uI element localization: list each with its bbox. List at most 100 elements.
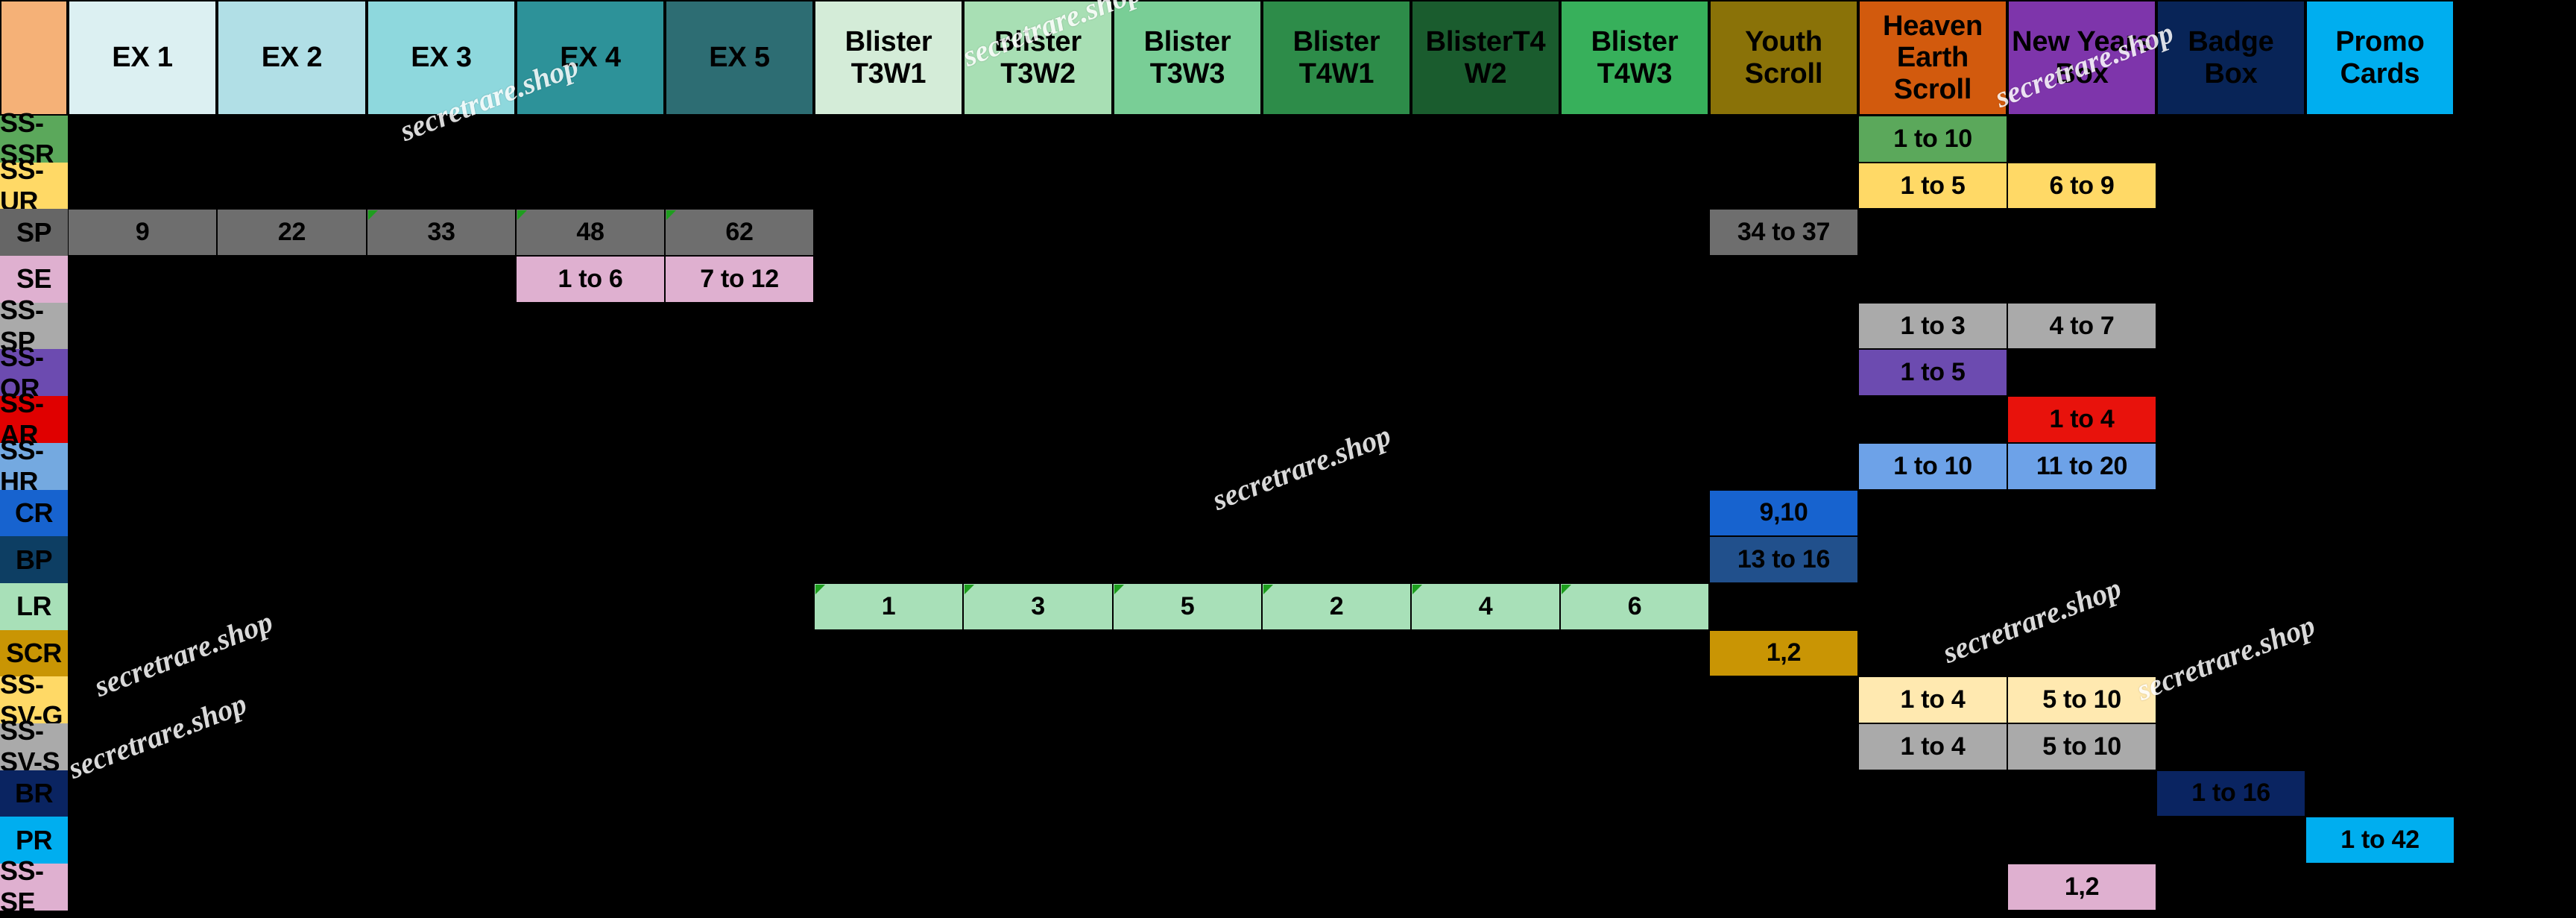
cell-cr-11[interactable]: 9,10	[1709, 489, 1858, 537]
cell-ss-hr-12[interactable]: 1 to 10	[1858, 442, 2007, 490]
cell-ss-ur-12[interactable]: 1 to 5	[1858, 162, 2007, 210]
cell-empty	[665, 629, 814, 677]
column-header-blister-t3w3[interactable]: Blister T3W3	[1113, 0, 1262, 116]
row-label-ss-hr[interactable]: SS-HR	[0, 435, 68, 497]
cell-empty	[2156, 162, 2305, 210]
column-header-heaven-earth-scroll[interactable]: Heaven Earth Scroll	[1858, 0, 2007, 116]
cell-empty	[814, 629, 963, 677]
row-label-lr[interactable]: LR	[0, 582, 68, 630]
column-header-promo-cards[interactable]: Promo Cards	[2305, 0, 2455, 116]
cell-ss-sv-g-12[interactable]: 1 to 4	[1858, 676, 2007, 723]
cell-empty	[516, 817, 665, 864]
cell-ss-or-12[interactable]: 1 to 5	[1858, 349, 2007, 397]
cell-sp-2[interactable]: 33	[367, 209, 516, 257]
cell-ss-ur-13[interactable]: 6 to 9	[2007, 162, 2156, 210]
row-label-ss-se[interactable]: SS-SE	[0, 855, 68, 917]
cell-empty	[2156, 256, 2305, 303]
cell-empty	[2156, 489, 2305, 537]
cell-lr-6[interactable]: 3	[963, 582, 1113, 630]
column-header-ex-4[interactable]: EX 4	[516, 0, 665, 116]
cell-sp-3[interactable]: 48	[516, 209, 665, 257]
cell-empty	[963, 489, 1113, 537]
cell-empty	[814, 162, 963, 210]
cell-empty	[814, 209, 963, 257]
row-label-bp[interactable]: BP	[0, 536, 68, 583]
row-label-ss-ur[interactable]: SS-UR	[0, 154, 68, 216]
cell-empty	[2305, 770, 2455, 817]
cell-br-14[interactable]: 1 to 16	[2156, 770, 2305, 817]
cell-empty	[1411, 256, 1560, 303]
corner-triangle-icon	[965, 584, 974, 594]
cell-sp-4[interactable]: 62	[665, 209, 814, 257]
cell-empty	[1709, 349, 1858, 397]
column-header-blister-t3w2[interactable]: Blister T3W2	[963, 0, 1113, 116]
cell-lr-5[interactable]: 1	[814, 582, 963, 630]
cell-empty	[1411, 817, 1560, 864]
cell-ss-ssr-12[interactable]: 1 to 10	[1858, 116, 2007, 163]
row-label-se[interactable]: SE	[0, 256, 68, 303]
cell-lr-10[interactable]: 6	[1560, 582, 1709, 630]
cell-se-3[interactable]: 1 to 6	[516, 256, 665, 303]
column-header-ex-2[interactable]: EX 2	[217, 0, 367, 116]
cell-ss-hr-13[interactable]: 11 to 20	[2007, 442, 2156, 490]
cell-ss-se-13[interactable]: 1,2	[2007, 864, 2156, 911]
column-header-new-years-box[interactable]: New Years Box	[2007, 0, 2156, 116]
column-header-blister-t3w1[interactable]: Blister T3W1	[814, 0, 963, 116]
row-label-ss-or[interactable]: SS-OR	[0, 342, 68, 403]
column-header-ex-3[interactable]: EX 3	[367, 0, 516, 116]
row-label-cr[interactable]: CR	[0, 489, 68, 537]
cell-empty	[2305, 162, 2455, 210]
cell-ss-sv-s-12[interactable]: 1 to 4	[1858, 723, 2007, 770]
cell-se-4[interactable]: 7 to 12	[665, 256, 814, 303]
cell-empty	[1411, 349, 1560, 397]
column-header-badge-box[interactable]: Badge Box	[2156, 0, 2305, 116]
cell-ss-sp-13[interactable]: 4 to 7	[2007, 302, 2156, 350]
column-header-blistert4-w2[interactable]: BlisterT4 W2	[1411, 0, 1560, 116]
cell-empty	[1411, 723, 1560, 770]
row-label-ss-ssr[interactable]: SS-SSR	[0, 107, 68, 169]
row-label-sp[interactable]: SP	[0, 209, 68, 257]
cell-empty	[665, 162, 814, 210]
cell-empty	[963, 442, 1113, 490]
cell-lr-7[interactable]: 5	[1113, 582, 1262, 630]
cell-empty	[665, 489, 814, 537]
table-row: PR 1 to 42	[0, 817, 2576, 864]
cell-sp-11[interactable]: 34 to 37	[1709, 209, 1858, 257]
cell-empty	[1113, 349, 1262, 397]
column-header-blister-t4w1[interactable]: Blister T4W1	[1262, 0, 1411, 116]
cell-bp-11[interactable]: 13 to 16	[1709, 536, 1858, 583]
cell-empty	[1560, 676, 1709, 723]
cell-empty	[1709, 864, 1858, 911]
cell-ss-sp-12[interactable]: 1 to 3	[1858, 302, 2007, 350]
cell-empty	[665, 676, 814, 723]
row-label-scr[interactable]: SCR	[0, 629, 68, 677]
column-header-blister-t4w3[interactable]: Blister T4W3	[1560, 0, 1709, 116]
cell-scr-11[interactable]: 1,2	[1709, 629, 1858, 677]
cell-empty	[1709, 582, 1858, 630]
cell-empty	[2305, 116, 2455, 163]
cell-lr-9[interactable]: 4	[1411, 582, 1560, 630]
cell-empty	[2007, 817, 2156, 864]
cell-pr-15[interactable]: 1 to 42	[2305, 817, 2455, 864]
cell-ss-ar-13[interactable]: 1 to 4	[2007, 396, 2156, 443]
cell-sp-1[interactable]: 22	[217, 209, 367, 257]
column-header-youth-scroll[interactable]: Youth Scroll	[1709, 0, 1858, 116]
cell-ss-sv-g-13[interactable]: 5 to 10	[2007, 676, 2156, 723]
cell-empty	[1858, 396, 2007, 443]
row-label-pr[interactable]: PR	[0, 817, 68, 864]
row-label-br[interactable]: BR	[0, 770, 68, 817]
cell-sp-0[interactable]: 9	[68, 209, 217, 257]
column-header-ex-5[interactable]: EX 5	[665, 0, 814, 116]
cell-empty	[217, 629, 367, 677]
row-label-ss-sv-s[interactable]: SS-SV-S	[0, 715, 68, 777]
cell-empty	[2305, 629, 2455, 677]
cell-empty	[1113, 864, 1262, 911]
column-header-ex-1[interactable]: EX 1	[68, 0, 217, 116]
cell-lr-8[interactable]: 2	[1262, 582, 1411, 630]
cell-ss-sv-s-13[interactable]: 5 to 10	[2007, 723, 2156, 770]
